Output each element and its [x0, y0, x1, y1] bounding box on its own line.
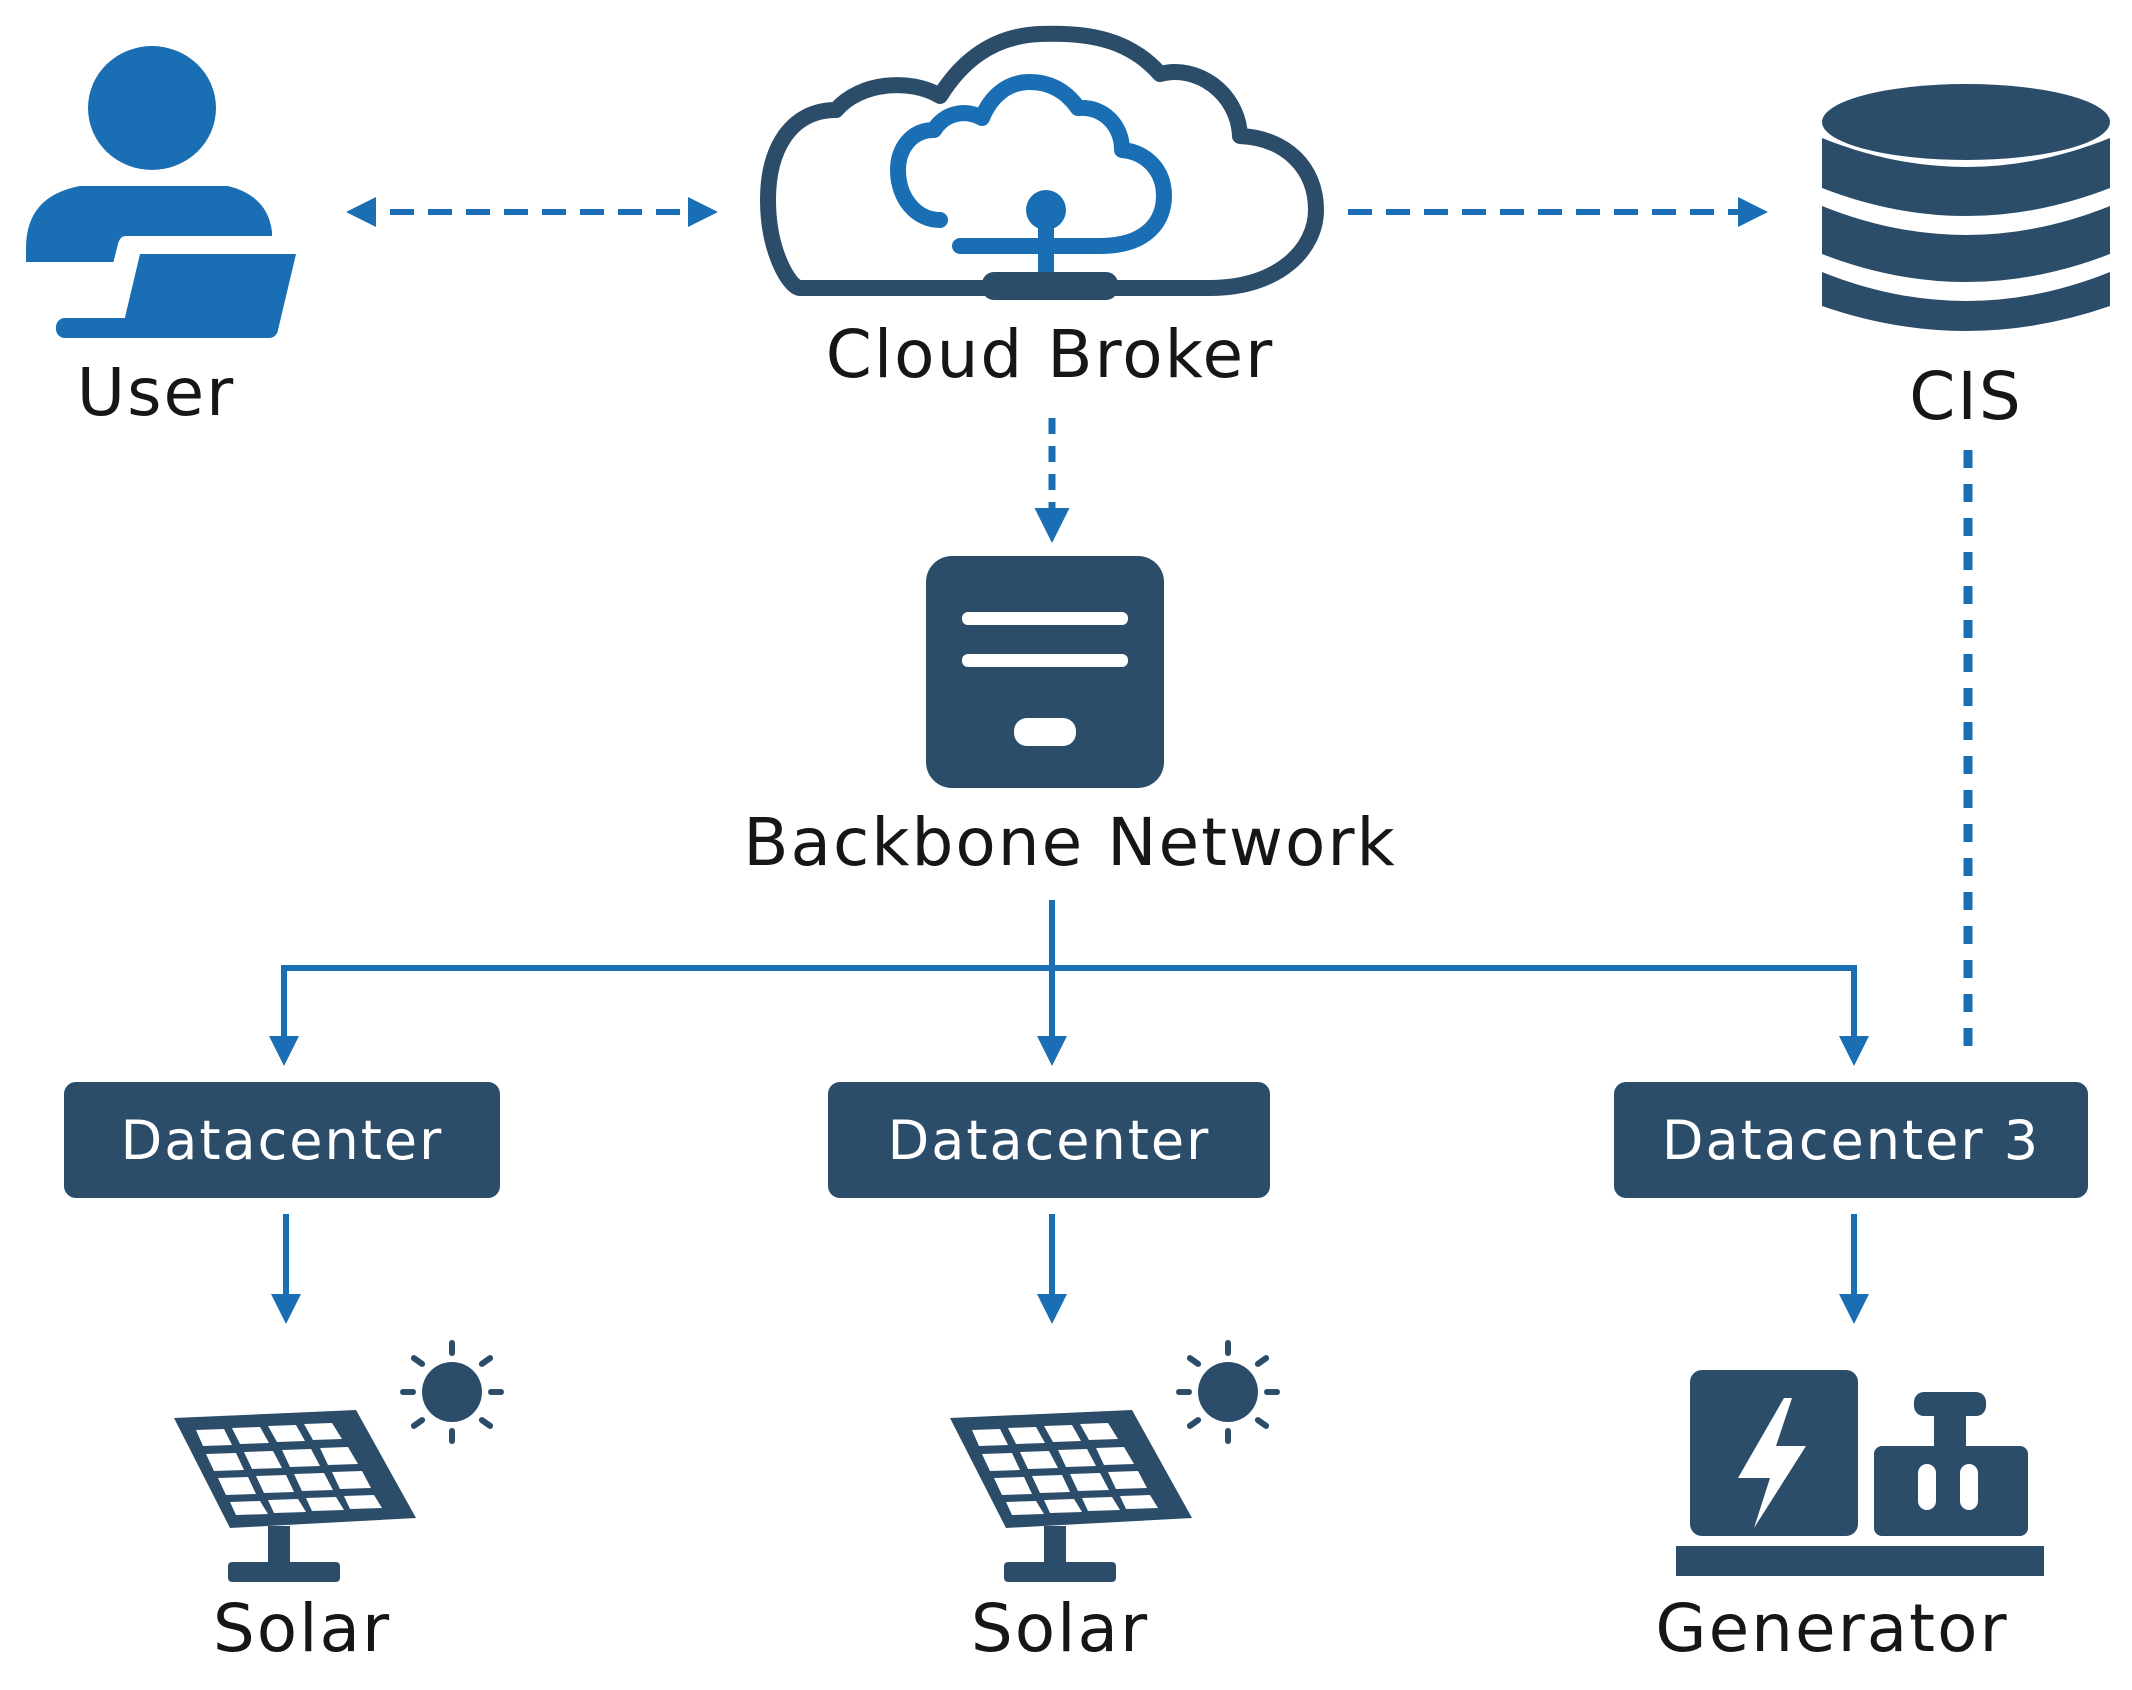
- backbone-network-label: Backbone Network: [743, 804, 1397, 881]
- cis-label: CIS: [1909, 358, 2023, 435]
- cloud-broker-label: Cloud Broker: [825, 316, 1275, 393]
- datacenter-1-box: Datacenter: [64, 1082, 500, 1198]
- bus-left: [269, 965, 1052, 1066]
- database-icon: [1822, 84, 2110, 331]
- datacenter-2-label: Datacenter: [887, 1108, 1211, 1172]
- user-label: User: [76, 354, 236, 431]
- server-icon: [926, 556, 1164, 788]
- generator-icon: [1676, 1370, 2044, 1576]
- solar-1-label: Solar: [212, 1590, 392, 1667]
- datacenter-3-box: Datacenter 3: [1614, 1082, 2088, 1198]
- datacenter-1-label: Datacenter: [120, 1108, 444, 1172]
- generator-label: Generator: [1655, 1590, 2009, 1667]
- solar-2-label: Solar: [970, 1590, 1150, 1667]
- solar-panel-icon: [174, 1340, 504, 1582]
- user-laptop-icon: [26, 46, 311, 338]
- bus-right: [1052, 965, 1869, 1066]
- datacenter-3-label: Datacenter 3: [1661, 1108, 2041, 1172]
- solar-panel-icon: [950, 1340, 1280, 1582]
- connectors: [269, 197, 1973, 1324]
- datacenter-2-box: Datacenter: [828, 1082, 1270, 1198]
- cloud-network-icon: [760, 25, 1324, 300]
